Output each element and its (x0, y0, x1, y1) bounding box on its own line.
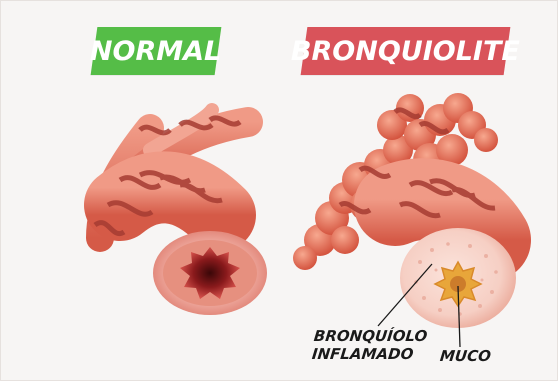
bronquiolo-inflamado-label: BRONQUÍOLO INFLAMADO (311, 327, 415, 363)
bronquiolo-label-line1: BRONQUÍOLO (313, 327, 415, 345)
muco-label: MUCO (439, 347, 501, 365)
normal-airway (95, 110, 267, 315)
bronquiolo-label-line2: INFLAMADO (311, 345, 413, 363)
inflamed-airway (293, 93, 516, 328)
